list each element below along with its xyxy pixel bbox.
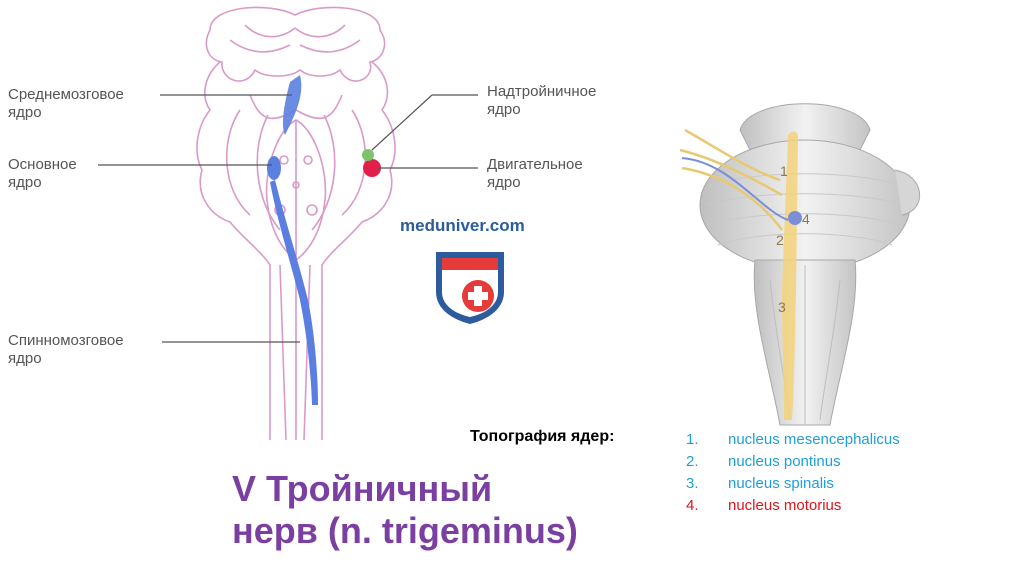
topography-item: 3. nucleus spinalis bbox=[686, 474, 900, 496]
topography-item-name: nucleus spinalis bbox=[728, 475, 834, 492]
supratrigeminal-nucleus-shape bbox=[362, 149, 374, 161]
topography-list: 1. nucleus mesencephalicus 2. nucleus po… bbox=[686, 430, 900, 518]
midbrain-nucleus-shape bbox=[282, 75, 302, 135]
number-2: 2 bbox=[776, 232, 784, 248]
topography-item: 1. nucleus mesencephalicus bbox=[686, 430, 900, 452]
label-midbrain-nucleus: Среднемозговое ядро bbox=[8, 86, 124, 121]
number-4: 4 bbox=[802, 211, 810, 227]
label-supratrigeminal-nucleus: Надтройничное ядро bbox=[487, 83, 597, 118]
spinal-nucleus-shape bbox=[270, 180, 318, 405]
topography-item-number: 3. bbox=[686, 475, 699, 492]
number-3: 3 bbox=[778, 299, 786, 315]
main-nucleus-shape bbox=[267, 156, 281, 180]
brainstem-outline-diagram bbox=[196, 6, 396, 440]
label-spinal-nucleus: Спинномозговое ядро bbox=[8, 332, 124, 367]
topography-item-number: 2. bbox=[686, 453, 699, 470]
motor-nucleus-marker bbox=[788, 211, 802, 225]
topography-item-number: 1. bbox=[686, 431, 699, 448]
label-main-nucleus: Основное ядро bbox=[8, 156, 77, 191]
motor-nucleus-shape bbox=[363, 159, 381, 177]
nucleus-column bbox=[782, 131, 798, 420]
pons-shape bbox=[699, 139, 911, 271]
label-motor-nucleus: Двигательное ядро bbox=[487, 156, 583, 191]
topography-item: 2. nucleus pontinus bbox=[686, 452, 900, 474]
medical-shield-logo bbox=[436, 252, 504, 324]
midbrain-outline bbox=[205, 6, 386, 82]
topography-item-name: nucleus pontinus bbox=[728, 453, 841, 470]
page-title: V Тройничный нерв (n. trigeminus) bbox=[232, 468, 578, 551]
pons-outline bbox=[196, 61, 396, 440]
brainstem-anatomy-diagram: 1 2 3 4 bbox=[679, 103, 920, 426]
topography-item-name: nucleus mesencephalicus bbox=[728, 431, 900, 448]
leader-supratrigeminal-diag bbox=[371, 94, 433, 151]
topography-item-name: nucleus motorius bbox=[728, 497, 842, 514]
number-1: 1 bbox=[780, 163, 788, 179]
topography-title: Топография ядер: bbox=[470, 428, 615, 445]
topography-item-number: 4. bbox=[686, 497, 699, 514]
watermark-text: meduniver.com bbox=[400, 216, 525, 235]
topography-item: 4. nucleus motorius bbox=[686, 496, 900, 518]
